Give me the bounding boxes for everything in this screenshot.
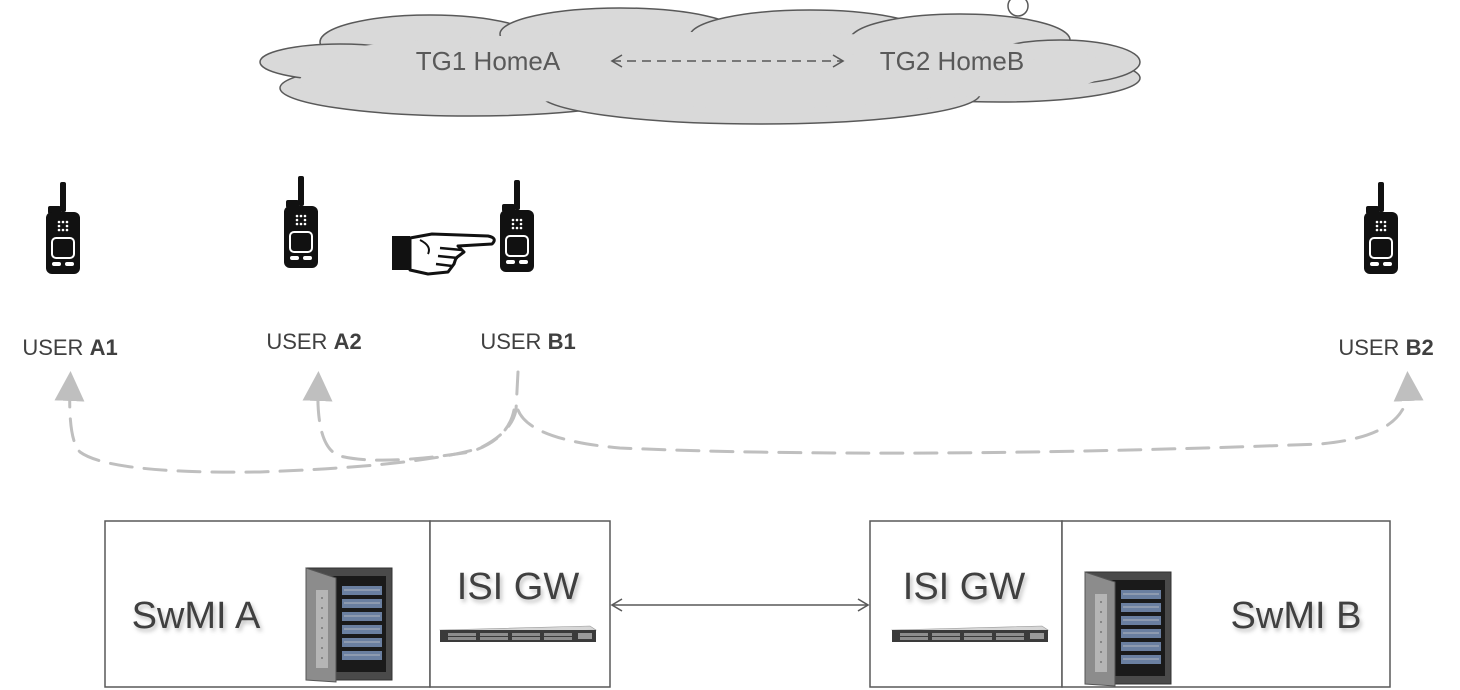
system-b: ISI GW SwMI B: [869, 520, 1391, 688]
call-path-b1-to-a1: [54, 370, 520, 474]
handheld-radio-icon: [283, 175, 319, 269]
tg1-label: TG1 HomeA: [416, 46, 561, 76]
server-tower-icon: [305, 567, 393, 683]
tg2-label: TG2 HomeB: [880, 46, 1025, 76]
isi-gw-b-label: ISI GW: [903, 566, 1026, 608]
user-a2-label: USER A2: [266, 329, 361, 354]
call-path-b1-to-b2: [516, 371, 1424, 455]
user-b2-label: USER B2: [1338, 335, 1433, 360]
isi-gw-a-label: ISI GW: [457, 566, 580, 608]
swmi-b-label: SwMI B: [1231, 595, 1362, 637]
user-a1-label: USER A1: [22, 335, 117, 360]
swmi-a-label: SwMI A: [132, 595, 261, 637]
isi-gw-a-box: [429, 520, 611, 688]
pointing-hand-icon: [392, 232, 496, 276]
user-b1-label: USER B1: [480, 329, 575, 354]
isi-gw-b-box: [869, 520, 1063, 688]
handheld-radio-icon: [499, 179, 535, 273]
talkgroup-cloud: TG1 HomeA TG2 HomeB: [259, 0, 1141, 125]
thought-bubble-dot: [1007, 0, 1029, 17]
system-a: SwMI A ISI GW: [104, 520, 611, 688]
call-path-b1-to-a2: [302, 371, 516, 462]
handheld-radio-icon: [45, 181, 81, 275]
handheld-radio-icon: [1363, 181, 1399, 275]
server-tower-icon: [1084, 571, 1172, 687]
